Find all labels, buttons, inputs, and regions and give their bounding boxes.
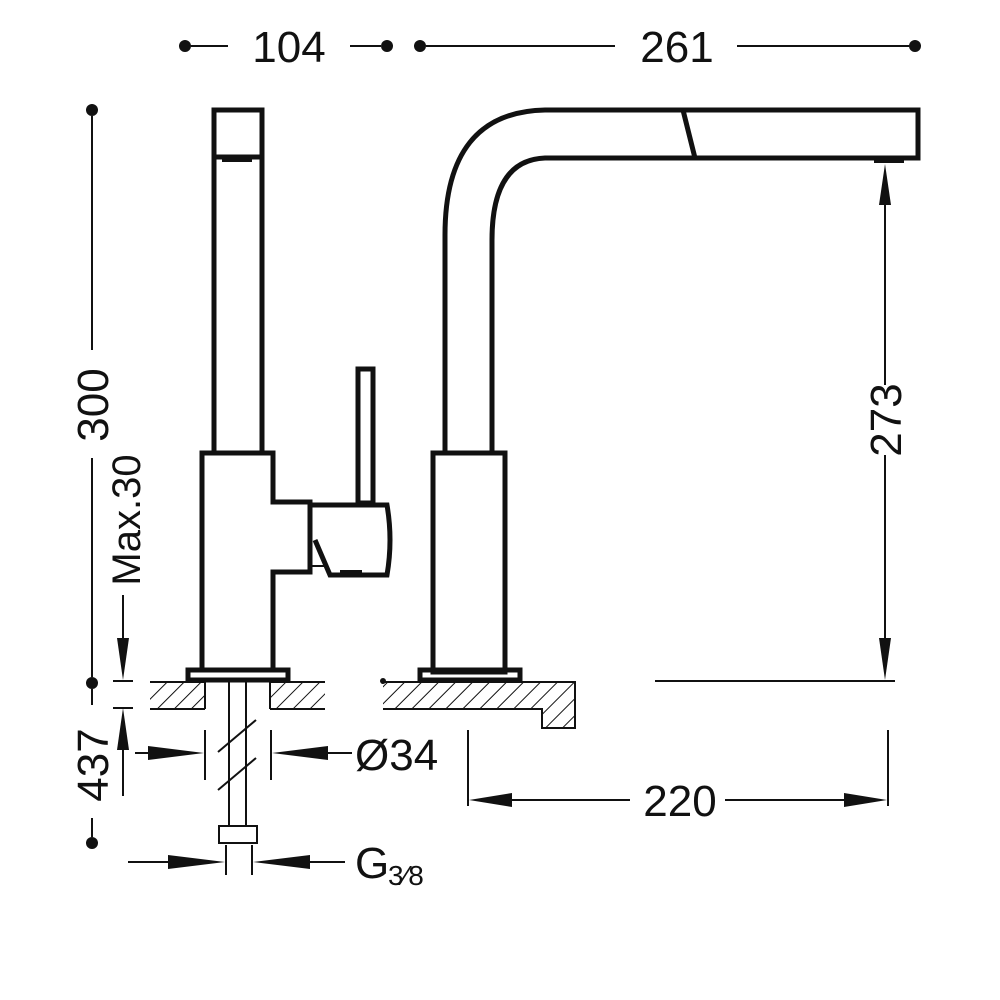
dim-max-30: Max.30 (105, 454, 149, 796)
dim-thread: G 3⁄8 (128, 839, 424, 891)
dim-261-label: 261 (640, 23, 713, 72)
dim-273-label: 273 (862, 383, 911, 456)
dim-thread-label: G (355, 839, 389, 888)
dim-104-label: 104 (252, 23, 325, 72)
dim-437: 437 (69, 689, 118, 849)
dim-300: 300 (69, 104, 118, 689)
dim-220: 220 (467, 730, 889, 826)
front-view-faucet (380, 107, 921, 729)
dim-thread-fraction: 3⁄8 (388, 860, 424, 891)
dim-273: 273 (655, 164, 911, 682)
dim-437-label: 437 (69, 728, 118, 801)
dim-300-label: 300 (69, 368, 118, 441)
dim-220-label: 220 (643, 777, 716, 826)
dim-104: 104 (179, 23, 393, 72)
dim-diameter-label: Ø34 (355, 731, 438, 780)
dim-max30-label: Max.30 (105, 454, 149, 585)
side-view-faucet (150, 107, 393, 844)
dim-diameter-34: Ø34 (135, 730, 438, 780)
dim-261: 261 (414, 23, 921, 72)
